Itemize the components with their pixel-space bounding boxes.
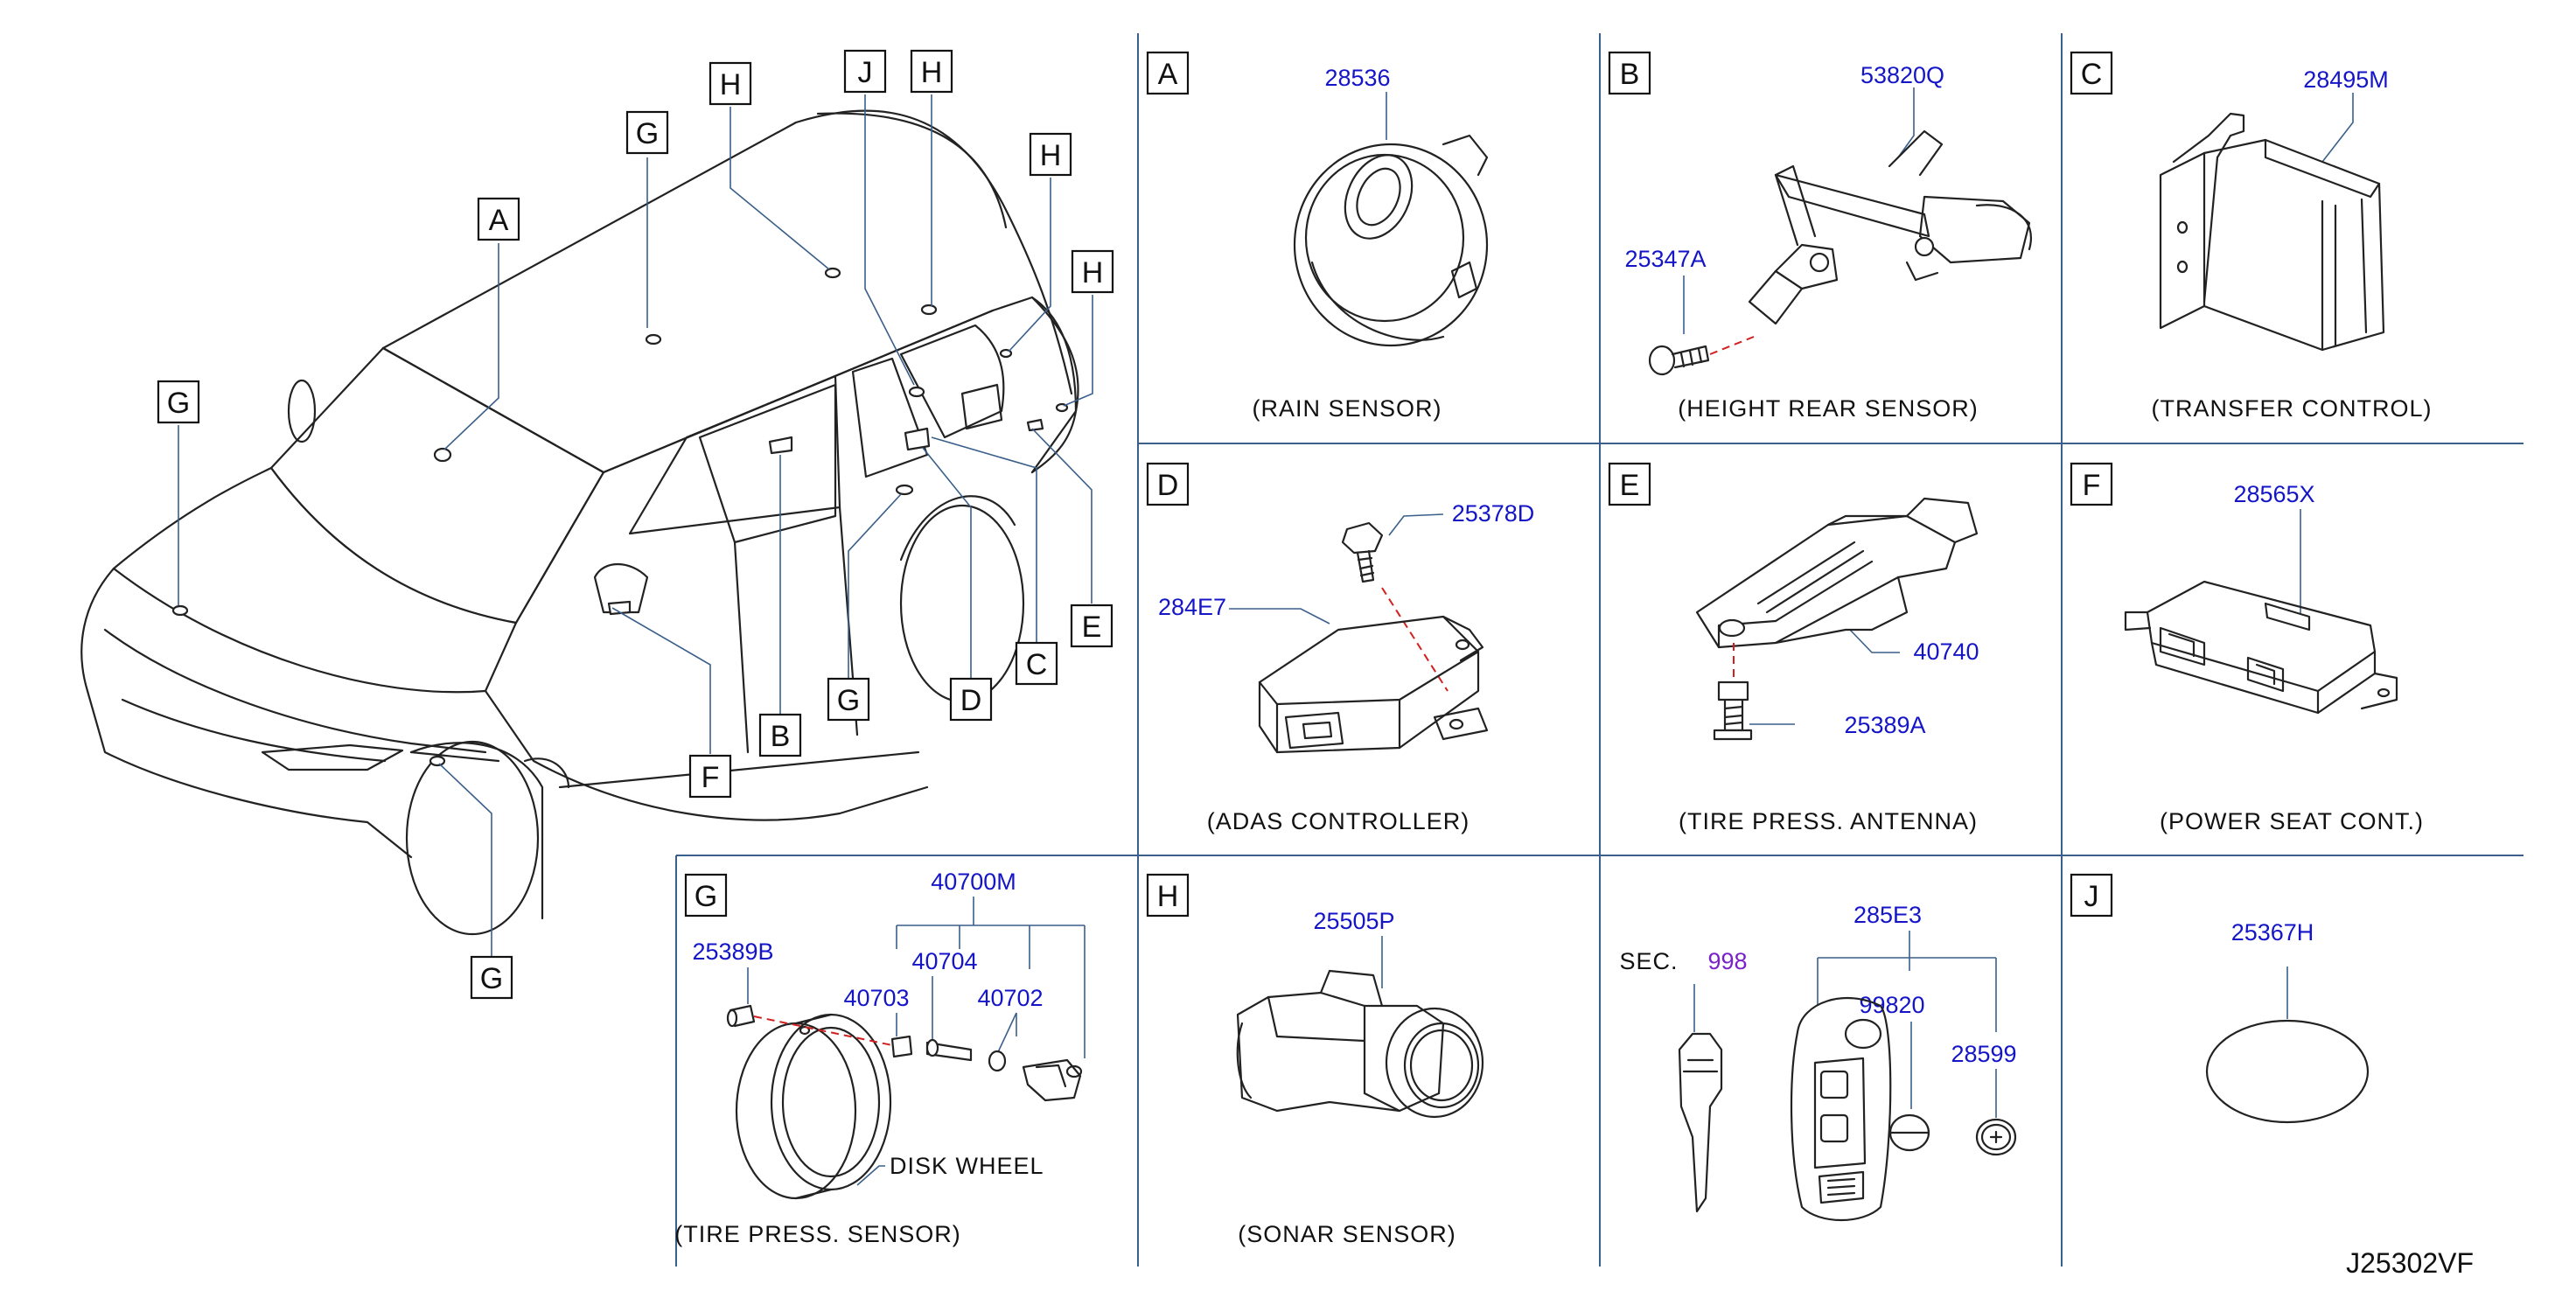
callout-a: A [489, 204, 509, 237]
bolt-25389a-drawing [1713, 680, 1753, 741]
part-53820q: 53820Q [1860, 62, 1944, 88]
screw-25378d-drawing [1341, 521, 1384, 583]
panel-a-caption: (RAIN SENSOR) [1252, 395, 1442, 422]
panel-a-rain-sensor: A 28536 (RAIN SENSOR) [1146, 51, 1489, 422]
sec-number: 998 [1707, 948, 1747, 974]
panel-b-letter: B [1620, 58, 1640, 91]
part-28565x: 28565X [2233, 481, 2314, 507]
panel-a-letter: A [1158, 58, 1178, 91]
panel-j-letter: J [2084, 880, 2099, 913]
panel-h-sonar-sensor: H 25505P (SONAR SENSOR) [1146, 873, 1484, 1247]
panel-b-height-rear-sensor: B 53820Q 25347A (HEIGHT REAR SENSOR) [1608, 51, 2032, 422]
part-25347a: 25347A [1624, 246, 1706, 272]
callout-h-top: H [921, 56, 943, 89]
panel-b-caption: (HEIGHT REAR SENSOR) [1678, 395, 1979, 422]
panel-e-tire-press-antenna: E 40740 25389A (TIRE PRESS. ANTENNA) [1608, 462, 1979, 834]
panel-g-letter: G [695, 880, 717, 913]
panel-c-transfer-control: C 28495M (TRANSFER CONTROL) [2070, 51, 2433, 422]
panel-g-caption: (TIRE PRESS. SENSOR) [674, 1221, 961, 1247]
sonar-sensor-drawing [1236, 969, 1484, 1119]
part-40704: 40704 [911, 948, 977, 974]
part-28599: 28599 [1951, 1041, 2016, 1067]
vehicle-leader-lines [178, 94, 1093, 960]
callout-f: F [702, 761, 720, 794]
part-40703: 40703 [843, 985, 909, 1011]
callout-g-side: G [837, 684, 860, 717]
valve-cap-25389b-drawing [726, 1004, 756, 1028]
callout-g-bottom: G [480, 962, 503, 995]
part-28536: 28536 [1324, 65, 1390, 91]
adas-controller-drawing [1258, 615, 1489, 754]
disk-wheel-label: DISK WHEEL [890, 1153, 1044, 1179]
part-40702: 40702 [977, 985, 1043, 1011]
part-99820: 99820 [1859, 992, 1924, 1018]
transfer-control-drawing [2159, 112, 2385, 352]
panel-c-caption: (TRANSFER CONTROL) [2152, 395, 2433, 422]
smart-key-fob-drawing [1790, 997, 1892, 1221]
callout-g-front: G [167, 387, 190, 420]
mechanical-key-drawing [1678, 1032, 1723, 1213]
part-25367h: 25367H [2231, 919, 2314, 946]
callout-g-roof: G [636, 117, 659, 150]
valve-parts-drawing [890, 1035, 1083, 1102]
panel-e-caption: (TIRE PRESS. ANTENNA) [1679, 808, 1978, 834]
panel-h-caption: (SONAR SENSOR) [1238, 1221, 1456, 1247]
part-25378d: 25378D [1452, 500, 1535, 527]
vehicle-callouts: A G H J H H H G G F B G D C [157, 49, 1114, 1000]
panel-d-letter: D [1157, 469, 1179, 502]
callout-e: E [1082, 611, 1102, 644]
panel-d-caption: (ADAS CONTROLLER) [1207, 808, 1470, 834]
disk-wheel-drawing [735, 1013, 892, 1200]
panel-h-letter: H [1157, 880, 1179, 913]
callout-h-roof: H [720, 68, 742, 101]
panel-f-caption: (POWER SEAT CONT.) [2160, 808, 2424, 834]
panel-key-fob: SEC. 998 285E3 99820 28599 [1619, 902, 2017, 1221]
height-sensor-drawing [1748, 129, 2032, 325]
callout-b: B [771, 720, 791, 753]
sec-prefix: SEC. [1619, 948, 1678, 974]
rain-sensor-drawing [1293, 134, 1489, 347]
callout-c: C [1026, 648, 1048, 681]
part-25505p: 25505P [1313, 908, 1394, 934]
power-seat-controller-drawing [2124, 580, 2398, 715]
part-28495m: 28495M [2303, 66, 2389, 93]
diagram-id: J25302VF [2346, 1247, 2474, 1279]
vehicle-overview: A G H J H H H G G F B G D C [80, 49, 1114, 1000]
panel-f-letter: F [2083, 469, 2101, 502]
part-25389a: 25389A [1844, 712, 1925, 738]
part-25389b: 25389B [692, 939, 773, 965]
callout-j: J [858, 56, 873, 89]
panel-g-tire-press-sensor: G 40700M 25389B 40704 40703 40702 DISK W… [674, 869, 1086, 1247]
panel-d-adas-controller: D 25378D 284E7 (ADAS CONTROLLER) [1146, 462, 1535, 834]
battery-28599-drawing [1975, 1118, 2017, 1156]
vehicle-outline [80, 109, 1079, 936]
tire-antenna-drawing [1695, 497, 1979, 649]
bolt-25347a-drawing [1648, 345, 1710, 376]
panel-f-power-seat-cont: F 28565X (POWER SEAT CONT.) [2070, 462, 2424, 834]
pad-25367h-drawing [2205, 1019, 2370, 1124]
part-284e7: 284E7 [1158, 594, 1226, 620]
part-285e3: 285E3 [1853, 902, 1922, 928]
panel-grid [675, 33, 2524, 1267]
part-40740: 40740 [1913, 639, 1979, 665]
callout-h-bumper: H [1082, 256, 1104, 290]
panel-c-letter: C [2081, 58, 2103, 91]
panel-e-letter: E [1620, 469, 1640, 502]
panel-j: J 25367H [2070, 873, 2370, 1124]
callout-d: D [960, 684, 982, 717]
callout-h-rear: H [1040, 139, 1062, 172]
emblem-99820-drawing [1888, 1113, 1930, 1152]
part-40700m: 40700M [931, 869, 1016, 895]
